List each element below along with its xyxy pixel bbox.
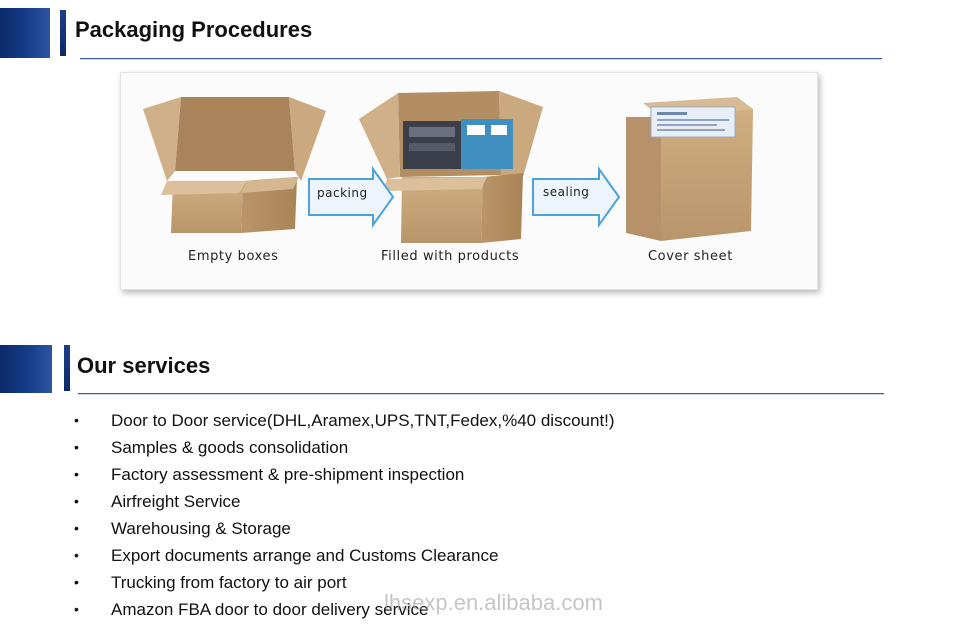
services-section-header: Our services	[0, 335, 900, 395]
header-accent-block	[0, 8, 50, 58]
service-text: Airfreight Service	[111, 492, 241, 511]
list-item: • Door to Door service(DHL,Aramex,UPS,TNT…	[74, 407, 615, 434]
packing-arrow-icon	[308, 165, 395, 229]
list-item: • Airfreight Service	[74, 488, 615, 515]
sealed-box-image	[626, 97, 753, 241]
service-text: Trucking from factory to air port	[111, 573, 347, 592]
service-text: Export documents arrange and Customs Cle…	[111, 546, 499, 565]
packaging-illustration	[143, 91, 753, 243]
service-text: Samples & goods consolidation	[111, 438, 349, 457]
packaging-section-header: Packaging Procedures	[0, 0, 900, 60]
bullet-icon: •	[74, 466, 79, 482]
bullet-icon: •	[74, 520, 79, 536]
caption-cover-sheet: Cover sheet	[648, 249, 733, 264]
header-accent-block	[0, 345, 52, 393]
header-rule	[78, 393, 884, 394]
list-item: • Factory assessment & pre-shipment inspe…	[74, 461, 615, 488]
bullet-icon: •	[74, 574, 79, 590]
bullet-icon: •	[74, 547, 79, 563]
bullet-icon: •	[74, 439, 79, 455]
list-item: • Export documents arrange and Customs Cl…	[74, 542, 615, 569]
header-accent-bar	[64, 345, 70, 391]
list-item: • Trucking from factory to air port	[74, 569, 615, 596]
bullet-icon: •	[74, 412, 79, 428]
list-item: • Warehousing & Storage	[74, 515, 615, 542]
service-text: Amazon FBA door to door delivery service	[111, 600, 429, 619]
service-text: Warehousing & Storage	[111, 519, 291, 538]
packing-arrow-label: packing	[317, 186, 368, 200]
header-accent-bar	[60, 10, 66, 56]
filled-box-image	[359, 91, 543, 243]
list-item: • Samples & goods consolidation	[74, 434, 615, 461]
sealing-arrow-label: sealing	[543, 185, 590, 199]
sealing-arrow-icon	[532, 165, 621, 229]
watermark: lhsexp.en.alibaba.com	[384, 590, 603, 615]
service-text: Factory assessment & pre-shipment inspec…	[111, 465, 465, 484]
services-title: Our services	[77, 353, 211, 378]
caption-empty-boxes: Empty boxes	[188, 249, 279, 264]
packaging-procedure-figure: packing sealing Empty boxes Filled with …	[120, 72, 818, 290]
header-rule	[80, 58, 882, 59]
empty-box-image	[143, 97, 326, 233]
list-item: • Amazon FBA door to door delivery servic…	[74, 596, 615, 623]
bullet-icon: •	[74, 601, 79, 617]
packaging-title: Packaging Procedures	[75, 17, 313, 42]
bullet-icon: •	[74, 493, 79, 509]
caption-filled-with-products: Filled with products	[381, 249, 520, 264]
service-text: Door to Door service(DHL,Aramex,UPS,TNT,…	[111, 411, 615, 430]
services-list: • Door to Door service(DHL,Aramex,UPS,TNT…	[74, 407, 615, 623]
